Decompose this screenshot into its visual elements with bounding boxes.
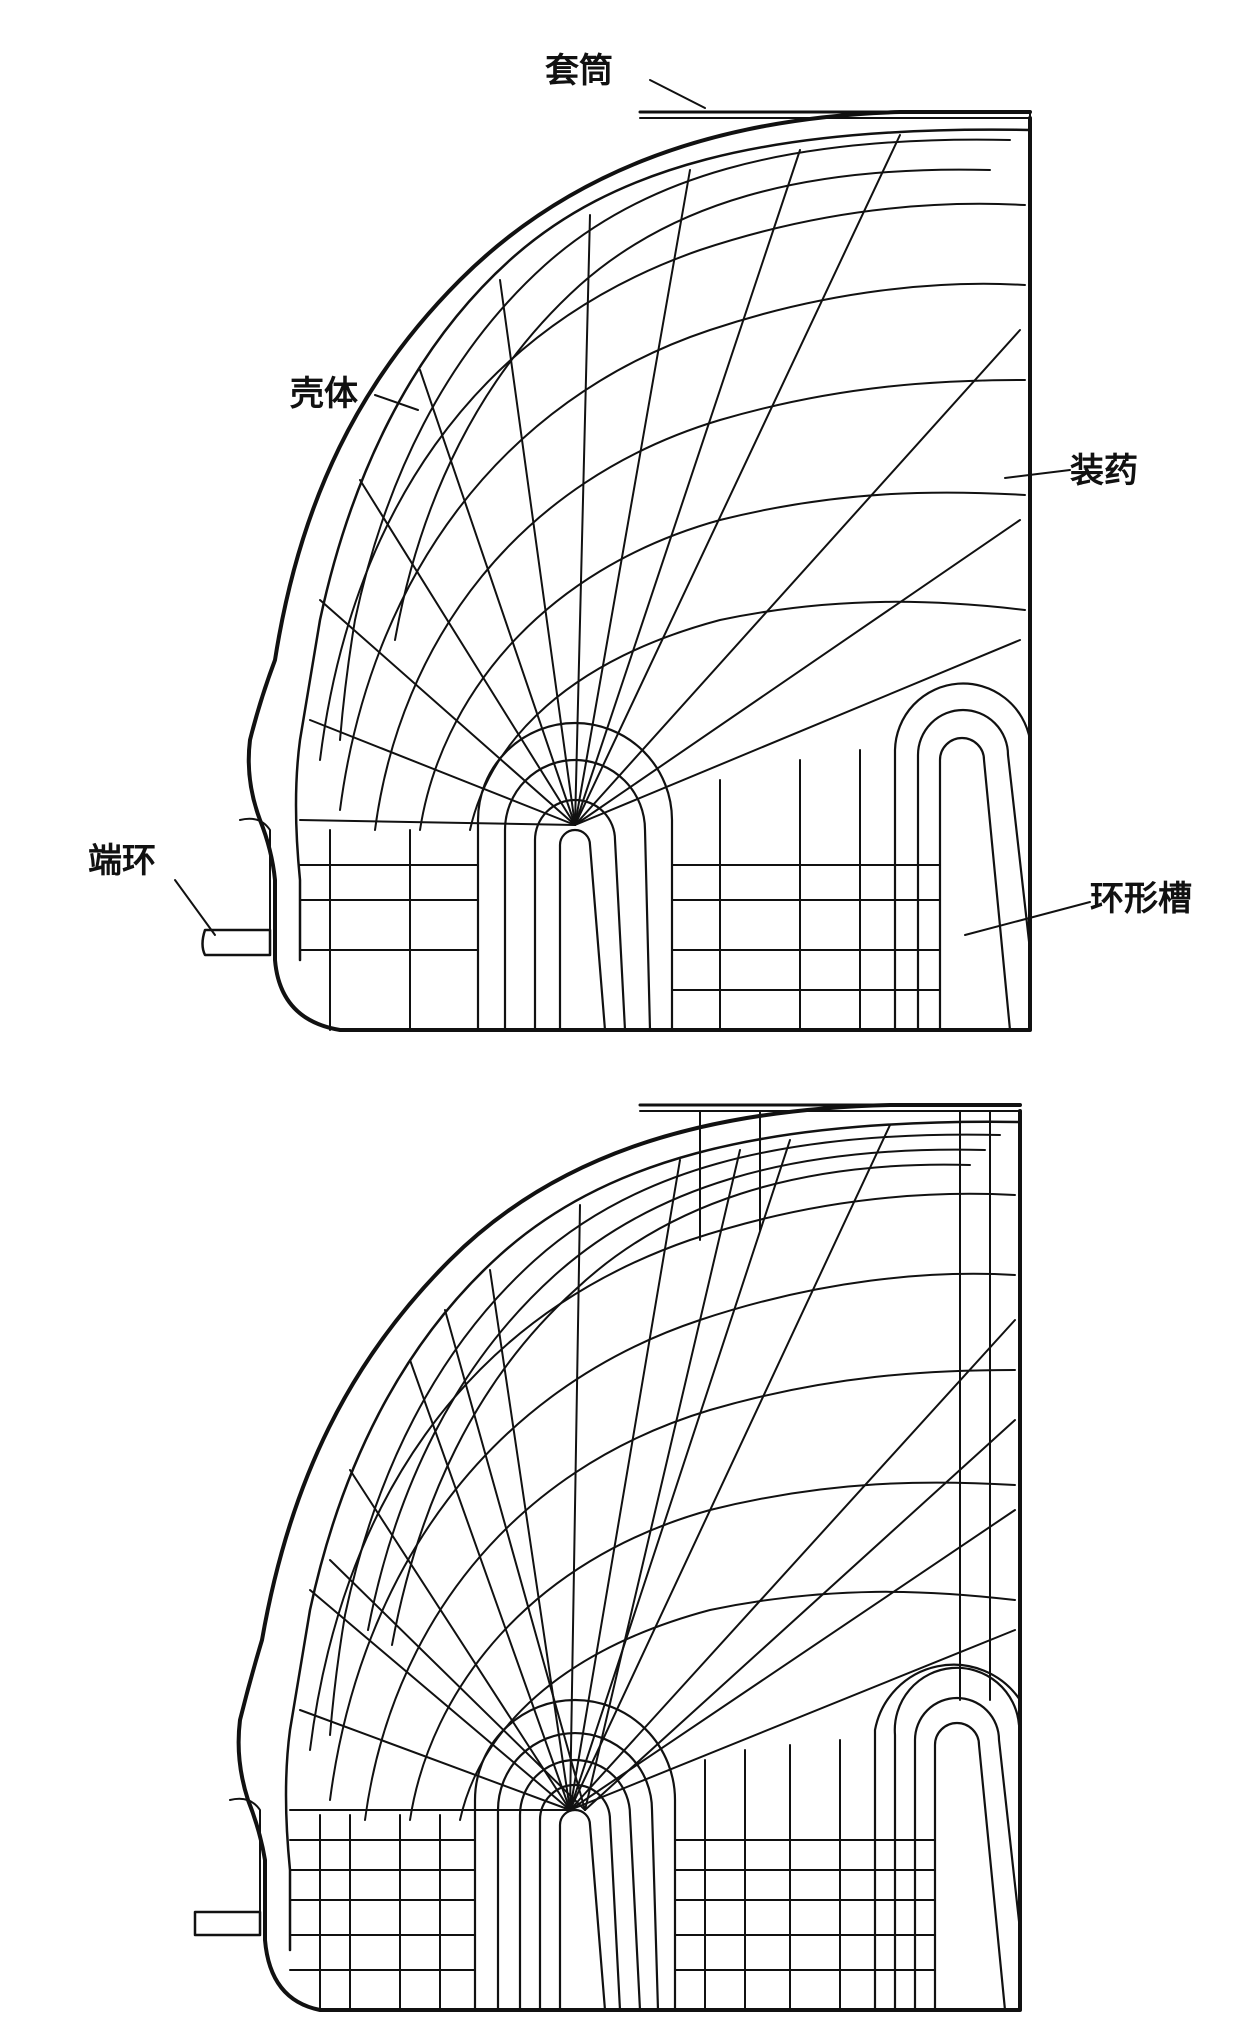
label-annular-groove: 环形槽 xyxy=(1090,879,1192,919)
bottom-mesh-lines xyxy=(299,749,941,1031)
shell-contour-refined xyxy=(236,1103,1022,2012)
radial-mesh-lines xyxy=(299,134,1021,826)
shell-contour xyxy=(246,110,1032,1032)
left-groove-shape xyxy=(476,721,674,1032)
circumferential-mesh-lines xyxy=(319,202,1026,831)
left-groove-shape-refined xyxy=(473,1698,677,2012)
label-shell: 壳体 xyxy=(290,374,358,414)
right-groove-shape-refined xyxy=(873,1663,1022,2012)
radial-mesh-lines-refined xyxy=(289,1124,1016,1811)
label-sleeve: 套筒 xyxy=(545,51,613,91)
end-ring-shape xyxy=(201,817,272,957)
mesh-panel-initial xyxy=(174,79,1091,1032)
end-ring-shape-refined xyxy=(193,1797,262,1937)
leader-lines xyxy=(174,79,1091,936)
circumferential-mesh-lines-refined xyxy=(309,1192,1016,1821)
right-groove-shape xyxy=(893,682,1032,1032)
mesh-panel-refined xyxy=(193,1103,1022,2012)
label-charge: 装药 xyxy=(1070,451,1138,491)
bottom-mesh-lines-refined xyxy=(289,1110,991,2011)
label-end-ring: 端环 xyxy=(88,841,156,881)
